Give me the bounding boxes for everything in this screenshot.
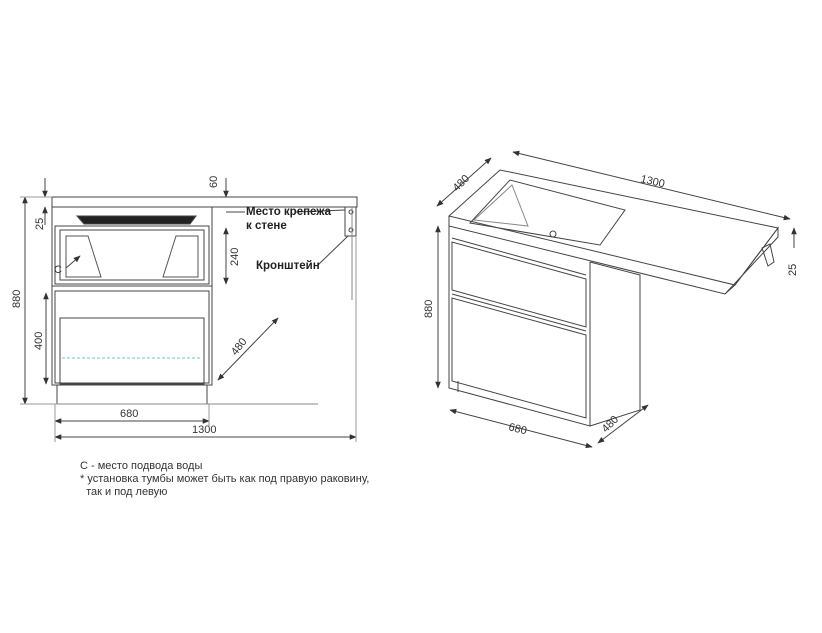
iso-dim-680-label: 680 (507, 421, 528, 437)
siphon-cutout-left (65, 235, 102, 278)
iso-dim-25-label: 25 (787, 264, 799, 276)
iso-dim-480-top (436, 157, 492, 207)
iso-dim-680 (449, 408, 593, 449)
note-water-point: С - место подвода воды (80, 460, 203, 472)
note-install-line2: так и под левую (80, 486, 168, 498)
iso-cabinet-front (448, 226, 591, 427)
iso-drawer-gap-1 (451, 237, 587, 276)
dim-60-label: 60 (208, 176, 220, 188)
bracket-leader (317, 235, 349, 266)
siphon-cutout-right (162, 235, 199, 278)
iso-bracket (761, 243, 775, 267)
dim-880-label: 880 (11, 290, 23, 308)
iso-countertop-front-edge (448, 216, 736, 295)
sink-basin (75, 215, 197, 225)
iso-lower-drawer (451, 297, 587, 419)
dim-1300-label: 1300 (192, 424, 216, 436)
iso-sink-inner (472, 184, 529, 227)
iso-view (435, 150, 797, 449)
iso-sink-bowl (469, 179, 626, 246)
upper-drawer (54, 225, 210, 285)
water-point-leader (65, 255, 81, 269)
lower-drawer (54, 290, 210, 384)
iso-dim-480-bottom (597, 404, 649, 444)
mount-label-line1: Место крепежа (246, 206, 332, 218)
dim-400-label: 400 (33, 332, 45, 350)
mount-screw-top (348, 209, 354, 215)
iso-drawer-gap-2 (451, 293, 587, 332)
front-view (20, 178, 358, 442)
water-point-marker: C (54, 264, 62, 276)
lower-drawer-panel (59, 317, 205, 385)
dim-480-label: 480 (229, 336, 250, 358)
dim-480-line (217, 317, 279, 381)
mount-leader-b (295, 209, 346, 213)
note-install-line1: * установка тумбы может быть как под пра… (80, 473, 370, 485)
iso-cabinet-side (589, 261, 641, 427)
cabinet-body-front (51, 206, 213, 386)
iso-dim-1300-label: 1300 (639, 173, 666, 190)
notes: С - место подвода воды * установка тумбы… (80, 460, 369, 499)
dim-680-label: 680 (120, 408, 138, 420)
bracket-label: Кронштейн (256, 260, 320, 272)
upper-drawer-panel (59, 229, 205, 281)
iso-dim-880-label: 880 (423, 300, 435, 318)
iso-drain (549, 230, 557, 238)
dim-25-label: 25 (34, 218, 46, 230)
iso-countertop-end-edge (724, 226, 779, 295)
mount-label-line2: к стене (246, 220, 287, 232)
mount-screw-bottom (348, 227, 354, 233)
iso-dim-1300 (512, 150, 791, 221)
dim-240-label: 240 (229, 248, 241, 266)
iso-upper-drawer (451, 241, 587, 328)
